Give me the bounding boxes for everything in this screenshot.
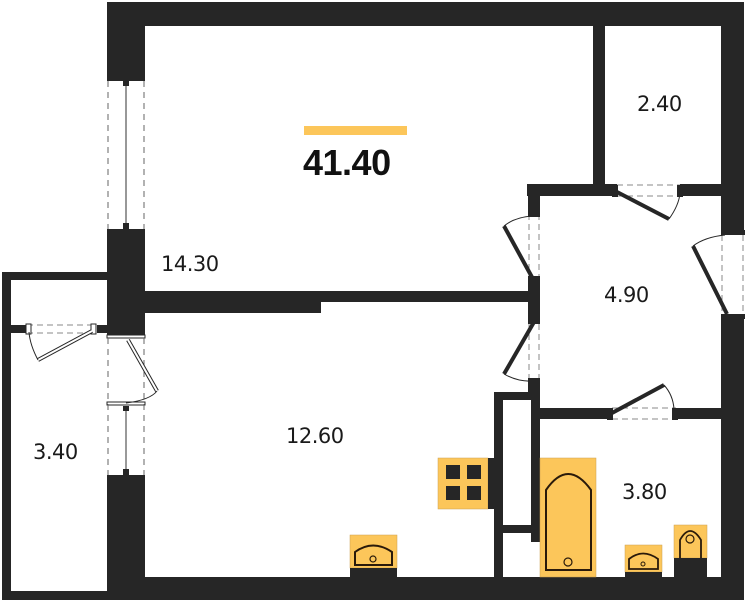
- room-area-living-room: 14.30: [161, 252, 219, 276]
- total-area: 41.40: [303, 142, 391, 183]
- door-kitchen: [502, 318, 540, 384]
- washbasin-icon: [624, 544, 663, 577]
- sink-icon: [349, 534, 398, 577]
- room-area-kitchen: 12.60: [286, 424, 344, 448]
- door-bathroom: [607, 383, 678, 420]
- window-living: [107, 78, 145, 232]
- room-area-hallway: 4.90: [604, 283, 649, 307]
- door-storage: [612, 184, 683, 221]
- door-balcony: [25, 323, 97, 362]
- stove-icon: [437, 457, 494, 510]
- room-area-balcony: 3.40: [33, 440, 78, 464]
- total-area-underline: [304, 126, 407, 135]
- room-area-bathroom: 3.80: [622, 480, 667, 504]
- window-kitchen: [106, 334, 159, 479]
- room-area-storage: 2.40: [637, 92, 682, 116]
- door-entrance: [691, 230, 745, 319]
- bathtub-icon: [539, 457, 597, 578]
- doors: [25, 184, 745, 420]
- door-living: [502, 211, 540, 282]
- toilet-icon: [673, 524, 708, 577]
